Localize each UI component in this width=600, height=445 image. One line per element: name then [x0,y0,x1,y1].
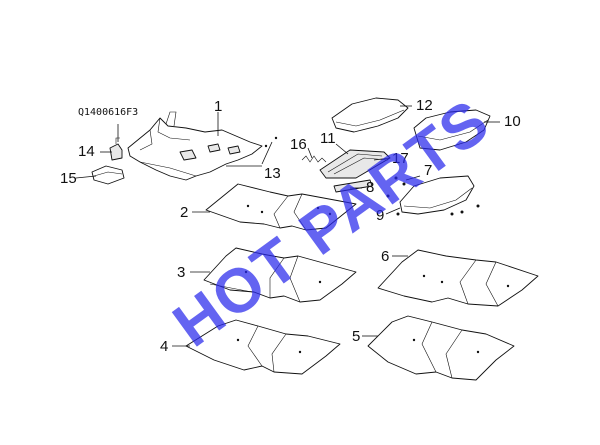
leader-lines [75,105,500,347]
callout-12: 12 [416,97,433,114]
part-2-floor-panel [205,183,357,231]
callout-15: 15 [60,170,77,187]
callout-8: 8 [366,179,375,196]
callout-4: 4 [160,338,169,355]
part-14-clip [109,137,123,161]
callout-14: 14 [78,143,95,160]
part-12-pad [331,97,409,133]
callout-1: 1 [214,98,223,115]
reference-code: Q1400616F3 [78,107,139,118]
callout-5: 5 [352,328,361,345]
callout-6: 6 [381,248,390,265]
callout-9: 9 [376,207,385,224]
callout-11: 11 [320,130,336,147]
callout-3: 3 [177,264,186,281]
callout-17: 17 [392,150,409,167]
part-4-floor-panel [185,319,341,375]
part-10-cover [413,109,491,151]
part-15-bracket [91,165,125,185]
part-16-spring [301,155,327,163]
fasteners [264,136,480,216]
part-9-cover [399,175,475,215]
callout-13: 13 [264,165,281,182]
callout-2: 2 [180,204,189,221]
part-1-underbody-tray [127,111,263,181]
callout-10: 10 [504,113,521,130]
part-3-floor-panel [203,247,357,303]
part-8-bar [333,179,373,193]
part-6-floor-panel [377,249,539,307]
callout-16: 16 [290,136,307,153]
part-5-floor-panel [367,315,515,381]
callout-7: 7 [424,162,433,179]
